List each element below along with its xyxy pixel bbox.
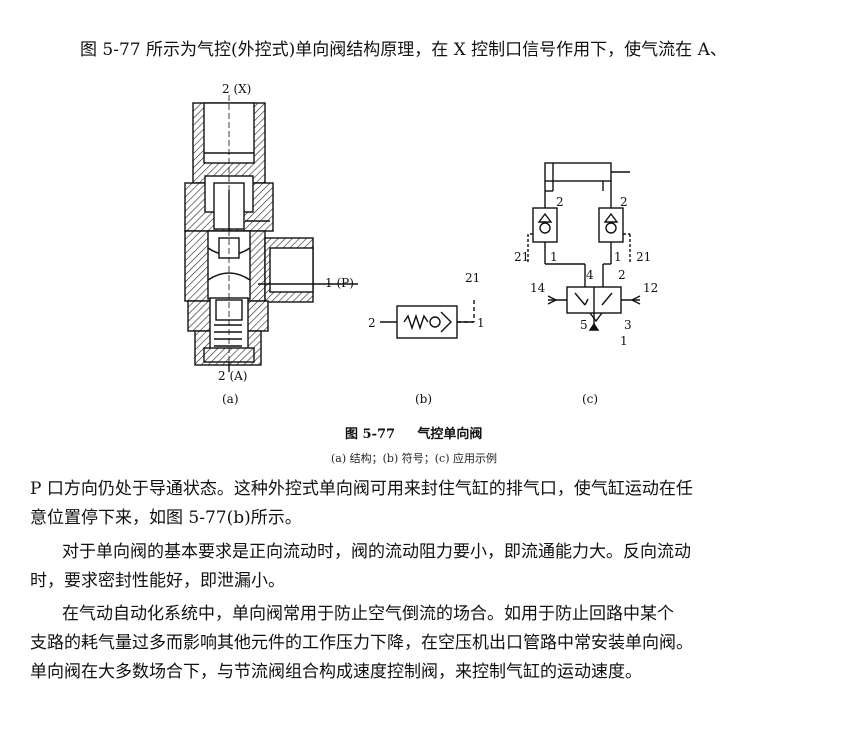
panel-c-v2-bottom: 1: [614, 250, 622, 264]
paragraph-line-4: 对于单向阀的基本要求是正向流动时，阀的流动阻力要小，即流通能力大。反向流动: [62, 542, 691, 562]
panel-b-port-right: 1: [477, 316, 485, 330]
panel-a-structure: [184, 95, 358, 372]
panel-c-v1-bottom: 1: [550, 250, 558, 264]
panel-c-label: (c): [582, 392, 599, 406]
panel-c-v2-top: 2: [620, 195, 628, 209]
paragraph-line-5: 时，要求密封性能好，即泄漏小。: [30, 571, 285, 591]
paragraph-line-8: 单向阀在大多数场合下，与节流阀组合构成速度控制阀，来控制气缸的运动速度。: [30, 662, 642, 682]
panel-b-port-left: 2: [368, 316, 376, 330]
figure-caption-title: 气控单向阀: [417, 427, 483, 442]
panel-a-port-top: 2 (X): [222, 82, 252, 96]
panel-a-port-side: 1 (P): [325, 276, 354, 290]
panel-c-valve-4: 4: [586, 268, 594, 282]
panel-c-valve-14: 14: [530, 281, 546, 295]
figure-subcaption: (a) 结构；(b) 符号；(c) 应用示例: [331, 452, 497, 465]
panel-c-v1-top: 2: [556, 195, 564, 209]
panel-c-valve-5: 5: [580, 318, 588, 332]
panel-a-port-bottom: 2 (A): [218, 369, 248, 383]
panel-c-circuit: [527, 162, 641, 331]
paragraph-line-3: 意位置停下来，如图 5-77(b)所示。: [30, 508, 302, 528]
paragraph-line-2: P 口方向仍处于导通状态。这种外控式单向阀可用来封住气缸的排气口，使气缸运动在任: [30, 479, 693, 499]
panel-b-symbol: [380, 300, 475, 339]
panel-c-valve-12: 12: [643, 281, 659, 295]
figure-caption: 图 5-77 气控单向阀: [345, 423, 482, 442]
figure-caption-number: 图 5-77: [345, 427, 396, 442]
paragraph-intro-line: 图 5-77 所示为气控(外控式)单向阀结构原理，在 X 控制口信号作用下，使气…: [80, 40, 727, 60]
panel-c-valve-3: 3: [624, 318, 632, 332]
panel-a-label: (a): [222, 392, 239, 406]
panel-b-port-control: 21: [465, 271, 481, 285]
panel-c-v2-right: 21: [636, 250, 652, 264]
panel-c-v1-left: 21: [514, 250, 530, 264]
panel-c-valve-1: 1: [620, 334, 628, 348]
paragraph-line-7: 支路的耗气量过多而影响其他元件的工作压力下降，在空压机出口管路中常安装单向阀。: [30, 633, 693, 653]
panel-b-label: (b): [415, 392, 433, 406]
panel-c-valve-2: 2: [618, 268, 626, 282]
paragraph-line-6: 在气动自动化系统中，单向阀常用于防止空气倒流的场合。如用于防止回路中某个: [62, 604, 674, 624]
